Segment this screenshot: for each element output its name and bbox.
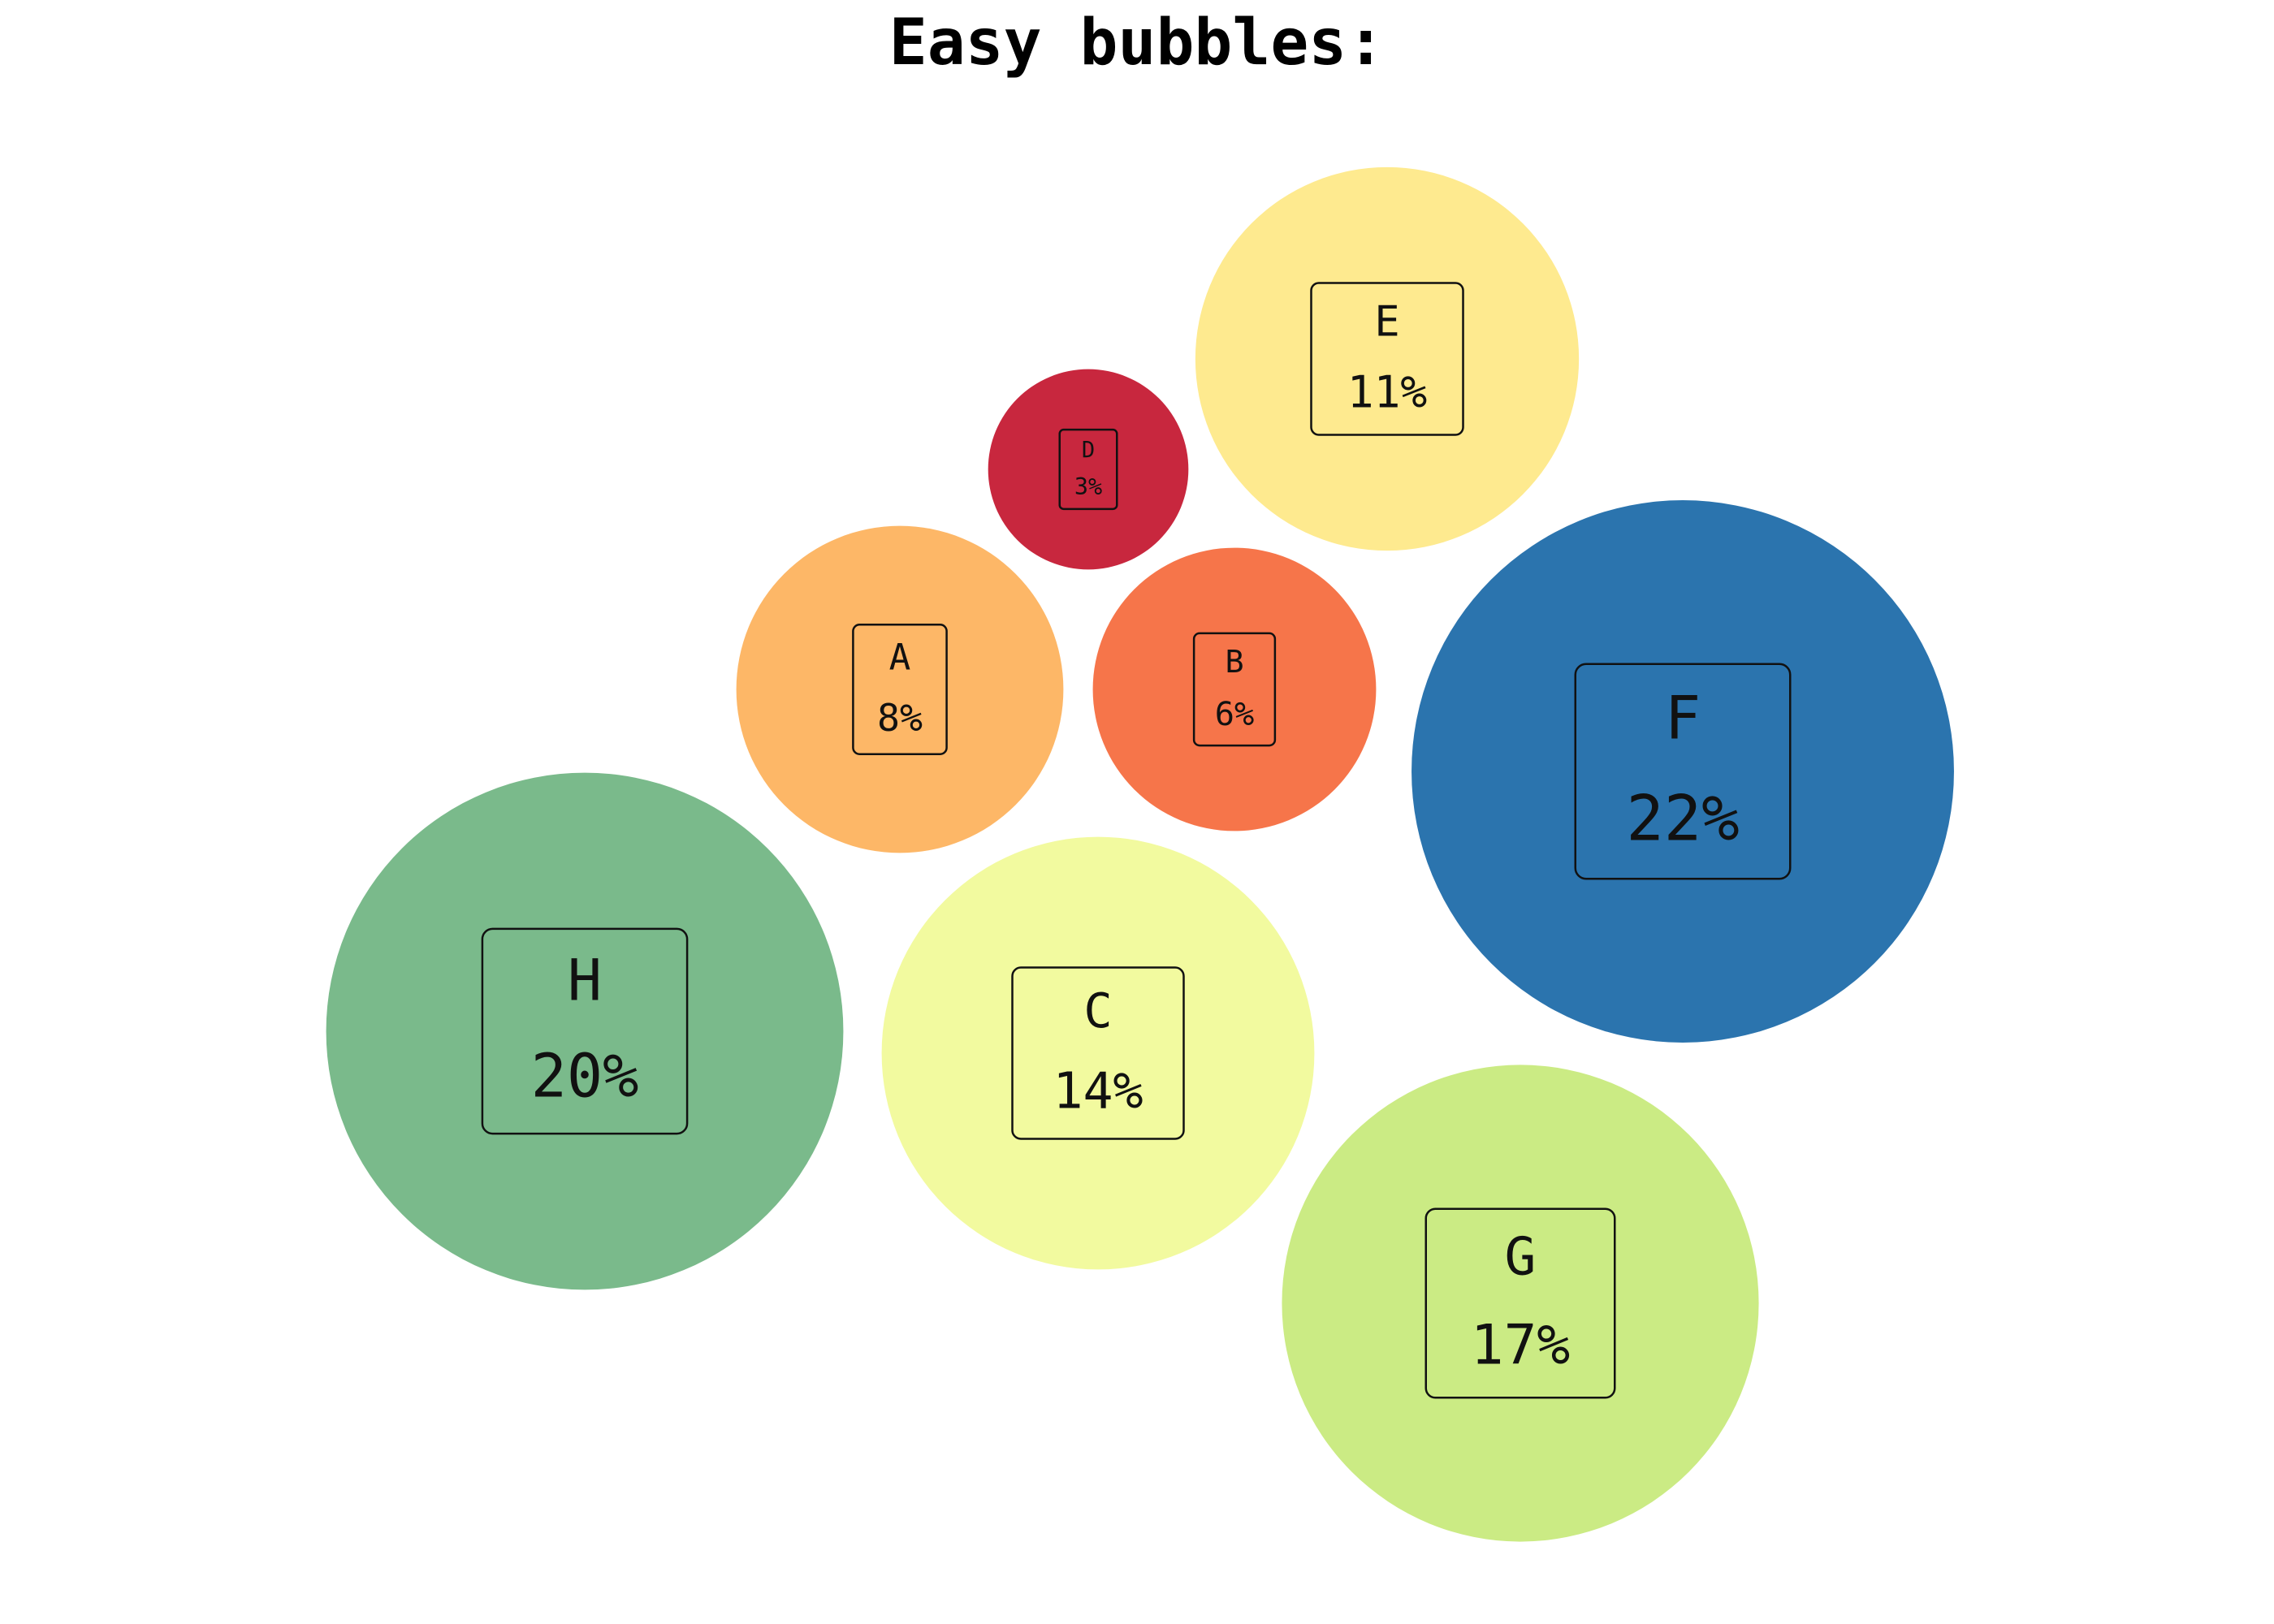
bubble-percent-g: 17% [1471,1312,1570,1376]
bubble-label-box-e [1310,282,1464,436]
bubble-b: B 6% [1092,547,1377,831]
bubble-label-box-h [481,927,689,1135]
bubble-label-box-b [1192,632,1277,747]
bubble-percent-f: 22% [1626,782,1739,855]
bubble-label-box-g [1424,1207,1616,1399]
bubble-percent-e: 11% [1347,366,1428,418]
bubble-circle-h [326,772,844,1290]
bubble-percent-a: 8% [877,696,923,740]
bubble-c: C 14% [881,836,1315,1270]
bubble-name-h: H [568,947,602,1013]
bubble-f: F 22% [1412,500,1954,1043]
bubble-name-f: F [1665,685,1701,754]
bubble-circle-c [881,836,1315,1270]
bubble-label-box-a [852,624,948,755]
bubble-circle-a [736,525,1064,853]
bubble-percent-h: 20% [531,1043,639,1112]
bubble-circle-b [1092,547,1377,831]
bubble-label-box-c [1011,966,1185,1140]
chart-title: Easy bubbles: [888,6,1386,80]
bubble-circle-d [988,369,1189,570]
bubble-circle-f [1412,500,1954,1043]
bubble-name-a: A [889,637,911,679]
bubble-name-c: C [1083,983,1112,1039]
bubble-circle-g [1282,1065,1759,1542]
bubble-circle-e [1195,166,1580,551]
bubble-name-d: D [1082,438,1095,463]
bubble-e: E 11% [1195,166,1580,551]
bubble-label-box-f [1574,663,1792,880]
bubble-percent-b: 6% [1215,696,1254,733]
bubble-label-box-d [1058,428,1118,511]
bubble-percent-d: 3% [1074,473,1102,500]
bubble-h: H 20% [326,772,844,1290]
bubble-d: D 3% [988,369,1189,570]
bubble-name-b: B [1225,644,1243,680]
bubble-g: G 17% [1282,1065,1759,1542]
bubble-percent-c: 14% [1053,1061,1143,1120]
bubble-a: A 8% [736,525,1064,853]
bubble-name-e: E [1374,297,1399,346]
bubble-name-g: G [1505,1226,1537,1287]
